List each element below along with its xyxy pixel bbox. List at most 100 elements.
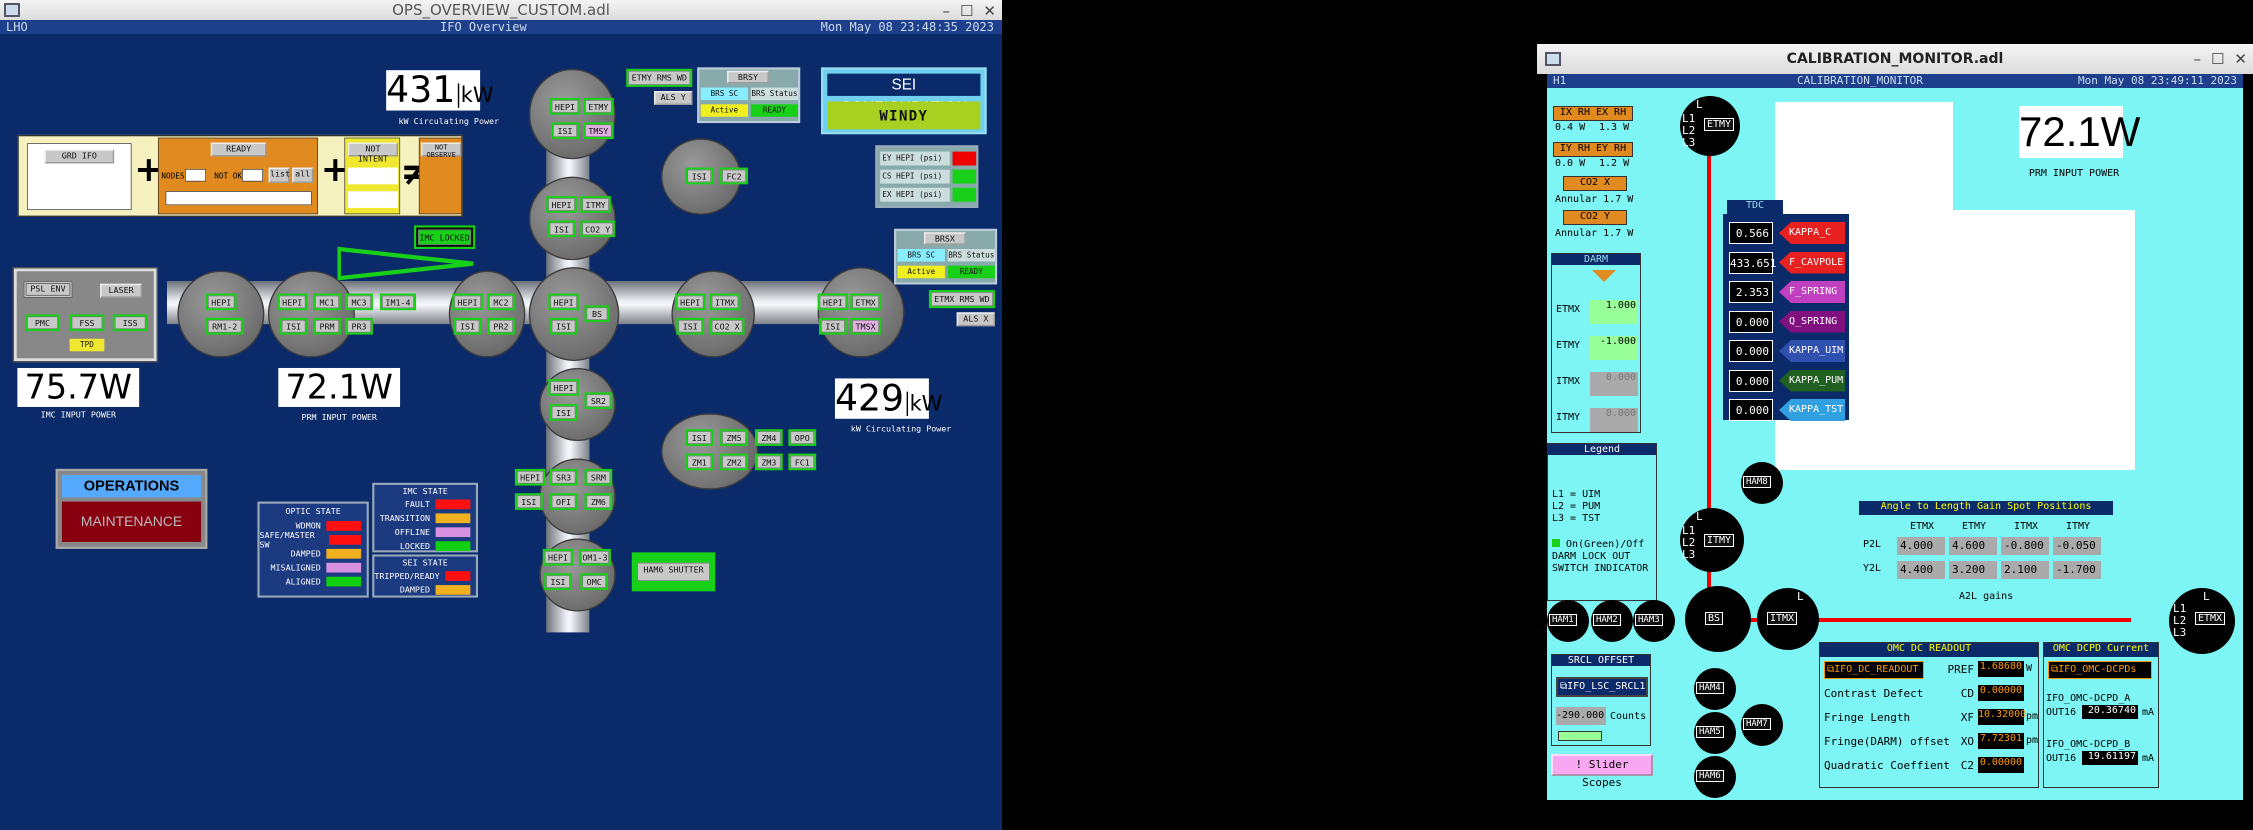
fc2-isi[interactable]: ISI [685,167,714,185]
ready-button[interactable]: READY [210,142,267,157]
itmy-isi[interactable]: ISI [547,220,576,238]
etmy-tmsy[interactable]: TMSY [583,122,614,140]
ham4-isi[interactable]: ISI [549,404,578,421]
ham6-shutter[interactable]: HAM6 SHUTTER [631,552,716,592]
ham6-hepi[interactable]: HEPI [542,548,574,566]
ham3-hepi[interactable]: HEPI [452,293,483,311]
ring-ham4[interactable]: HAM4 [1694,668,1736,710]
etmx-tmsx[interactable]: TMSX [850,317,881,335]
bsc-isi[interactable]: ISI [549,317,578,335]
dcpd-a-label: IFO_OMC-DCPD_A [2046,693,2131,704]
itmx-itmx[interactable]: ITMX [709,293,741,311]
ham6-om13[interactable]: OM1-3 [578,548,611,566]
cal-minimize-icon[interactable]: – [2193,50,2201,68]
ring-ham1[interactable]: HAM1 [1547,600,1589,642]
ham1-rm12[interactable]: RM1-2 [205,317,244,335]
itmx-co2x[interactable]: CO2 X [709,317,745,335]
ham4-sr2[interactable]: SR2 [584,392,613,410]
itmy-hepi[interactable]: HEPI [546,196,577,213]
omc-dc-row-sym: CD [1960,687,1974,700]
itmy-co2y[interactable]: CO2 Y [580,220,616,238]
not-intent-button[interactable]: NOT INTENT [347,142,398,163]
maximize-icon[interactable]: ☐ [959,2,974,20]
ham5-ofi[interactable]: OFI [549,493,578,510]
all-button[interactable]: all [292,167,314,183]
etmx-etmx[interactable]: ETMX [850,293,881,311]
slider-scopes-button[interactable]: ! Slider Scopes [1551,754,1653,789]
ham5-srm[interactable]: SRM [584,468,613,486]
ring-itmy[interactable]: L L1 L2 L3 ITMY [1680,508,1744,572]
ham5-sr3[interactable]: SR3 [549,468,578,486]
etmx-rms-wd[interactable]: ETMX RMS WD [928,290,995,309]
omc-dcpd-button[interactable]: ⧉IFO_OMC-DCPDs [2048,661,2152,679]
srcl-slider[interactable] [1558,731,1602,741]
bsc-hepi[interactable]: HEPI [548,293,579,311]
bsc-bs[interactable]: BS [584,305,610,323]
cal-close-icon[interactable]: ✕ [2234,50,2247,68]
ring-etmy[interactable]: L L1 L2 L3 ETMY [1680,96,1740,156]
brsy-title[interactable]: BRSY [727,70,769,84]
ham3-mc2[interactable]: MC2 [487,293,515,311]
etmx-hepi[interactable]: HEPI [817,293,849,311]
etmx-isi[interactable]: ISI [818,317,847,335]
cal-maximize-icon[interactable]: ☐ [2210,50,2225,68]
ham5-isi[interactable]: ISI [514,493,543,510]
ham7-fc1[interactable]: FC1 [788,453,817,471]
ham2-hepi[interactable]: HEPI [276,293,308,311]
srcl-button[interactable]: ⧉IFO_LSC_SRCL1 [1556,677,1648,697]
als-y-button[interactable]: ALS Y [654,91,693,105]
ham2-pr3[interactable]: PR3 [345,317,373,335]
etmy-etmy[interactable]: ETMY [583,98,614,115]
minimize-icon[interactable]: – [942,2,950,20]
fc2-fc2[interactable]: FC2 [720,167,748,185]
ring-bs[interactable]: BS [1685,586,1751,652]
ring-ham2[interactable]: HAM2 [1591,600,1633,642]
psl-env-button[interactable]: PSL ENV [23,281,73,298]
itmx-hepi[interactable]: HEPI [674,293,706,311]
etmy-isi[interactable]: ISI [551,122,579,140]
grd-ifo-button[interactable]: GRD IFO [44,149,115,164]
ring-etmx[interactable]: L L1 L2 L3 ETMX [2169,588,2235,654]
not-ok-field[interactable] [242,168,264,182]
ham7-zm1[interactable]: ZM1 [685,453,714,471]
ham2-mc1[interactable]: MC1 [313,293,341,311]
ham3-pr2[interactable]: PR2 [487,317,515,335]
als-x-button[interactable]: ALS X [956,312,995,327]
ring-ham8[interactable]: HAM8 [1741,462,1783,504]
ham2-mc3[interactable]: MC3 [345,293,373,311]
ham1-hepi[interactable]: HEPI [205,293,237,311]
ring-itmx[interactable]: L ITMX [1757,588,1819,650]
itmy-itmy[interactable]: ITMY [580,196,611,213]
ring-ham7[interactable]: HAM7 [1741,704,1783,746]
ham2-prm[interactable]: PRM [313,317,341,335]
ham6-isi[interactable]: ISI [544,573,572,590]
laser-button[interactable]: LASER [100,283,142,298]
ring-ham5[interactable]: HAM5 [1694,712,1736,754]
close-icon[interactable]: ✕ [983,2,996,20]
ham3-isi[interactable]: ISI [453,317,482,335]
ham7-zm3[interactable]: ZM3 [754,453,783,471]
brsx-title[interactable]: BRSX [924,232,966,245]
itmx-isi[interactable]: ISI [676,317,705,335]
ham7-opo[interactable]: OPO [788,429,817,446]
ham5-zm6[interactable]: ZM6 [584,493,613,510]
not-observe-button[interactable]: NOT OBSERVE [420,142,462,159]
list-button[interactable]: list [268,167,290,183]
ham2-isi[interactable]: ISI [279,317,308,335]
etmy-hepi[interactable]: HEPI [549,98,581,115]
nodes-field[interactable] [185,168,206,182]
ham7-zm2[interactable]: ZM2 [720,453,748,471]
omc-dc-row-label: Contrast Defect [1824,687,1924,700]
ham7-zm5[interactable]: ZM5 [720,429,748,446]
ring-ham3[interactable]: HAM3 [1633,600,1675,642]
ring-ham6[interactable]: HAM6 [1694,756,1736,798]
ham5-hepi[interactable]: HEPI [514,468,546,486]
ham4-hepi[interactable]: HEPI [548,379,579,396]
ham7-isi[interactable]: ISI [685,429,714,446]
omc-dc-button[interactable]: ⧉IFO_DC_READOUT [1824,661,1924,679]
ham6-omc[interactable]: OMC [580,573,609,590]
ham7-zm4[interactable]: ZM4 [754,429,783,446]
ham2-im14[interactable]: IM1-4 [379,293,417,311]
etmy-rms-wd[interactable]: ETMY RMS WD [626,68,693,87]
omc-dc-row-value: 0.00000 [1978,685,2024,701]
